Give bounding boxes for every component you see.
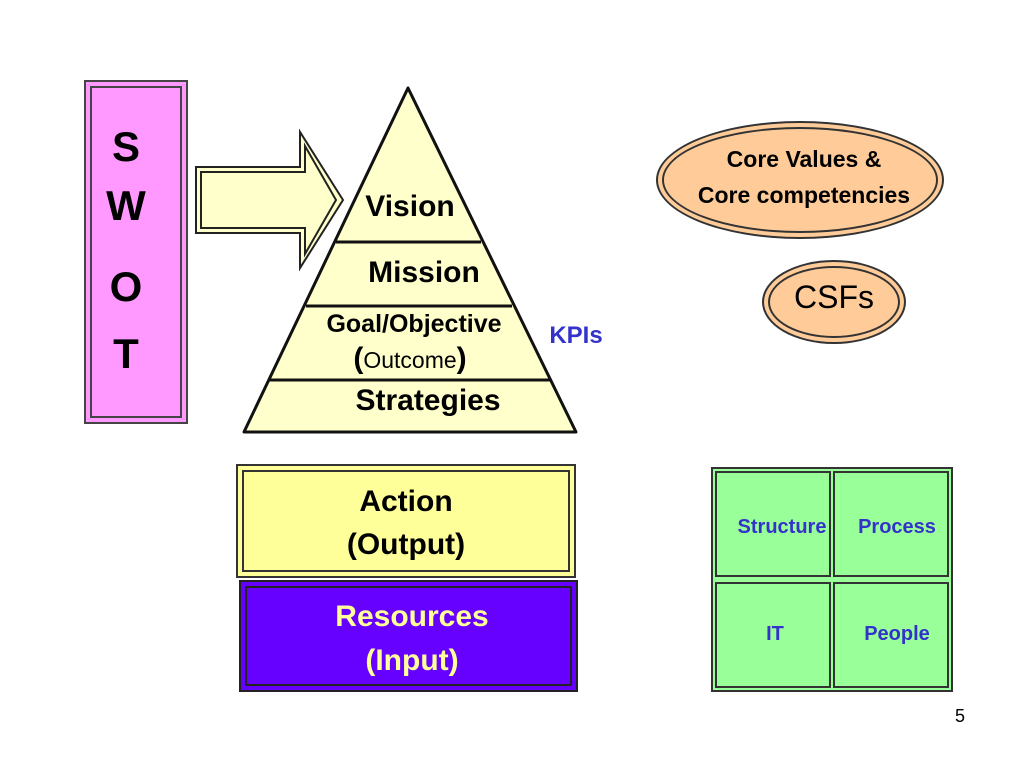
kpis-label: KPIs [549, 322, 603, 349]
pyramid-label-goal: Goal/Objective [326, 310, 502, 338]
swot-letter-t: T [113, 330, 139, 377]
action-box [236, 464, 576, 578]
core-values-ellipse-inner-border [662, 127, 938, 233]
resources-label: Resources [335, 600, 489, 633]
swot-box-inner-border [90, 86, 182, 418]
swot-letter-s: S [111, 123, 140, 170]
csfs-ellipse-inner-border [768, 266, 900, 338]
grid-label-structure: Structure [737, 516, 827, 538]
pyramid-label-mission: Mission [368, 256, 480, 289]
csfs-label: CSFs [794, 279, 874, 315]
right-arrow-icon [195, 128, 345, 272]
swot-letter-w: W [106, 182, 146, 229]
grid-label-people: People [864, 623, 930, 645]
resources-box [239, 580, 578, 692]
action-label: Action [359, 485, 453, 518]
swot-box [84, 80, 188, 424]
slide-number: 5 [954, 706, 965, 726]
grid-cell-people [833, 582, 949, 688]
csfs-ellipse [762, 260, 906, 344]
grid-cell-structure [715, 471, 831, 577]
grid-label-process: Process [858, 516, 936, 538]
resources-input-label: (Input) [365, 644, 459, 677]
action-box-inner-border [242, 470, 570, 572]
action-output-label: (Output) [346, 528, 466, 561]
core-values-line1: Core Values & [726, 146, 882, 172]
core-values-ellipse [656, 121, 944, 239]
resources-box-inner-border [245, 586, 572, 686]
swot-letter-o: O [109, 263, 143, 310]
grid-cell-process [833, 471, 949, 577]
right-arrow-inner-outline [200, 142, 338, 258]
pyramid-label-outcome: Outcome [363, 347, 457, 373]
pyramid-label-outcome-line: (Outcome) [310, 344, 510, 379]
org-grid [711, 467, 953, 692]
outcome-close-paren: ) [456, 342, 467, 375]
outcome-open-paren: ( [353, 342, 364, 375]
pyramid-label-vision: Vision [365, 190, 455, 223]
pyramid-label-strategies: Strategies [355, 384, 501, 417]
core-values-line2: Core competencies [697, 182, 911, 208]
pyramid-triangle [242, 86, 578, 434]
grid-cell-it [715, 582, 831, 688]
grid-label-it: IT [766, 623, 784, 645]
